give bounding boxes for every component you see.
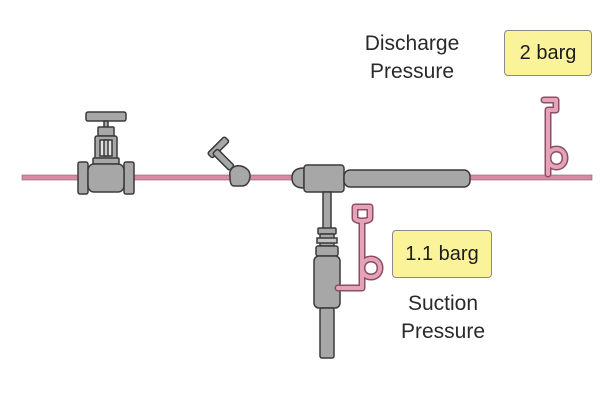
- discharge-pressure-readout: 2 barg: [504, 30, 592, 76]
- discharge-pressure-label: Discharge Pressure: [338, 30, 486, 86]
- suction-label-line2: Pressure: [400, 320, 486, 343]
- check-valve: [207, 136, 251, 187]
- suction-gauge-line-fill: [336, 205, 382, 290]
- suction-pressure-readout: 1.1 barg: [392, 230, 492, 278]
- discharge-label-line2: Pressure: [369, 60, 455, 83]
- discharge-pressure-value: 2 barg: [519, 41, 577, 64]
- ejector-body: [291, 164, 471, 359]
- suction-pressure-label: Suction Pressure: [378, 290, 508, 346]
- discharge-gauge-line-fill: [542, 98, 567, 176]
- globe-valve: [77, 111, 135, 195]
- suction-pressure-value: 1.1 barg: [405, 242, 479, 265]
- suction-label-line1: Suction: [407, 292, 479, 315]
- discharge-label-line1: Discharge: [364, 32, 460, 55]
